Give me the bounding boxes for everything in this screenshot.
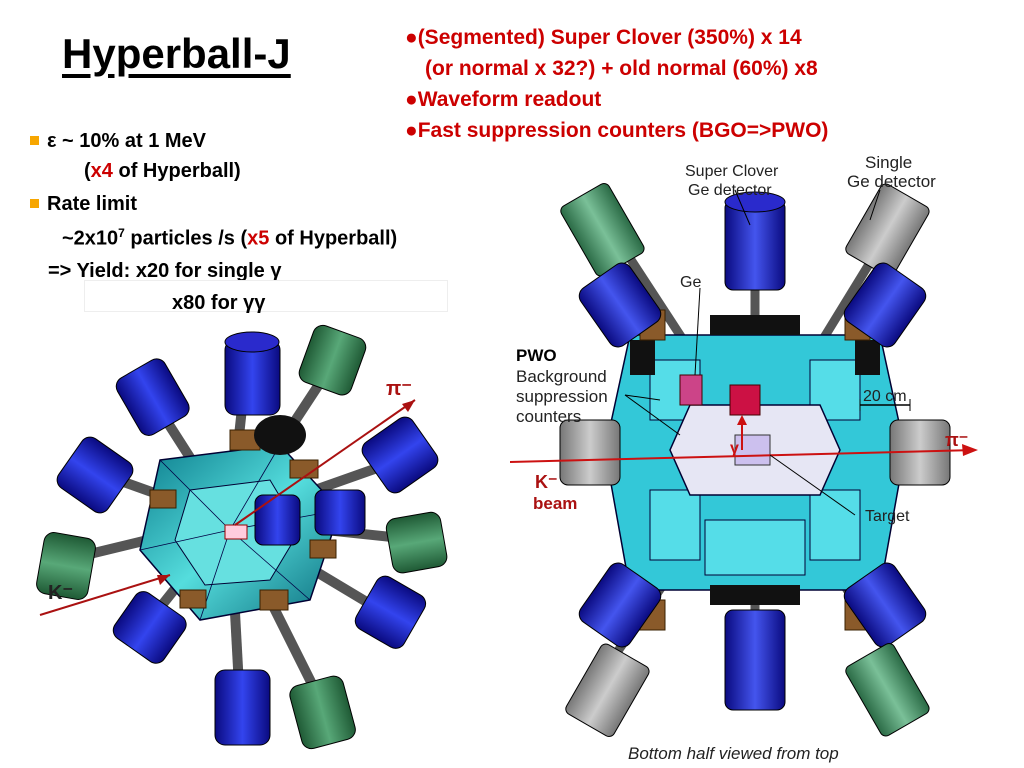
yield-box	[84, 280, 448, 312]
feature-line-2: (or normal x 32?) + old normal (60%) x8	[425, 57, 818, 80]
background-label-2: suppression	[516, 387, 608, 406]
pion-label-left: π⁻	[386, 378, 412, 400]
kaon-beam-label-2: beam	[533, 494, 578, 513]
background-label-3: counters	[516, 407, 582, 426]
diagram-caption: Bottom half viewed from top	[628, 744, 839, 763]
ge-label: Ge	[680, 274, 702, 291]
gamma-label: γ	[730, 440, 739, 457]
feature-line-1: ●(Segmented) Super Clover (350%) x 14	[405, 26, 802, 49]
yield-single: => Yield: x20 for single γ	[48, 260, 282, 282]
hyperball-top-view-diagram	[510, 183, 978, 737]
scale-label: 20 cm	[863, 388, 907, 405]
pwo-label: PWO	[516, 346, 557, 365]
super-clover-label-1: Super Clover	[685, 163, 779, 180]
target-label: Target	[865, 508, 910, 525]
bullet-square-icon	[30, 136, 39, 145]
efficiency-comparison: (x4 of Hyperball)	[84, 160, 241, 182]
rate-limit-bullet: Rate limit	[30, 193, 137, 216]
rate-limit-value: ~2x107 particles /s (x5 of Hyperball)	[62, 226, 398, 250]
bullet-square-icon	[30, 199, 39, 208]
yield-double: x80 for γγ	[172, 292, 266, 314]
hyperball-3d-illustration	[36, 324, 448, 750]
super-clover-label-2: Ge detector	[688, 182, 772, 199]
page-title: Hyperball-J	[62, 30, 291, 77]
feature-line-4: ●Fast suppression counters (BGO=>PWO)	[405, 119, 829, 142]
background-label-1: Background	[516, 367, 607, 386]
single-ge-label-2: Ge detector	[847, 172, 936, 191]
efficiency-bullet: ε ~ 10% at 1 MeV	[30, 130, 206, 153]
kaon-beam-label-1: K⁻	[535, 472, 558, 492]
pion-label-right: π⁻	[945, 430, 969, 450]
single-ge-label-1: Single	[865, 153, 913, 172]
kaon-label-left: K⁻	[48, 582, 73, 604]
feature-line-3: ●Waveform readout	[405, 88, 602, 111]
